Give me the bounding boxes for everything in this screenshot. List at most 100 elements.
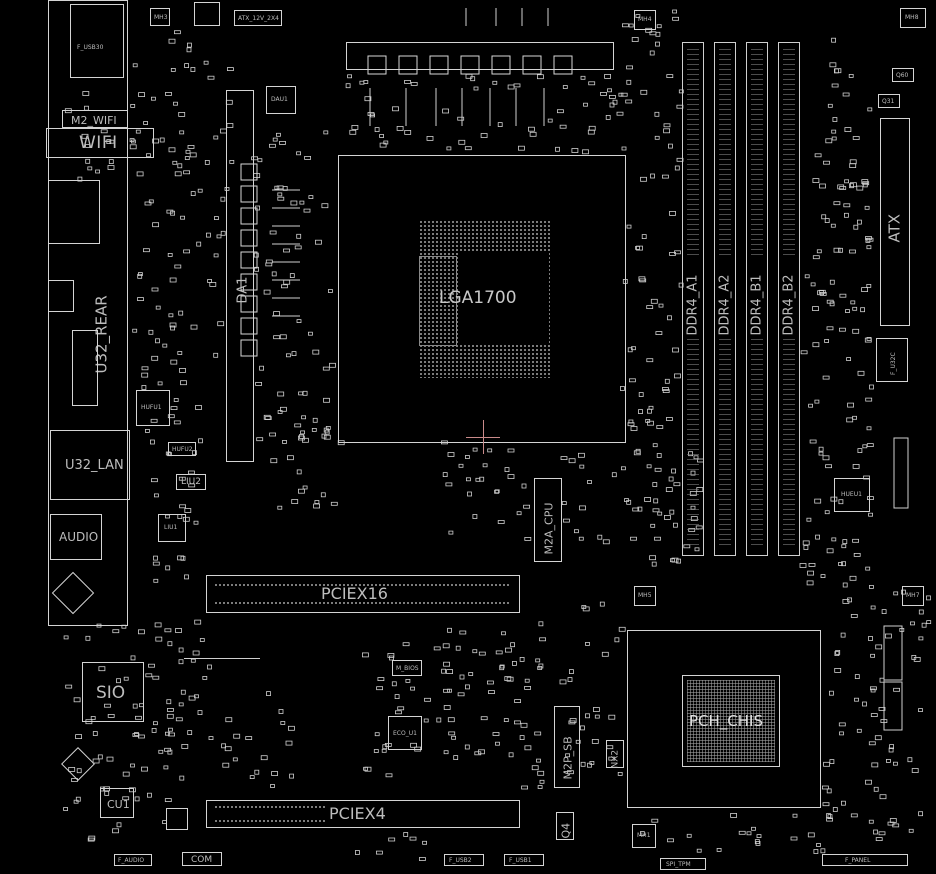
smd-pad — [296, 233, 302, 239]
smd-pad — [842, 599, 850, 604]
vrm-top-choke — [522, 55, 542, 75]
smd-pad — [174, 171, 182, 177]
smd-pad — [283, 279, 291, 285]
smd-pad — [819, 291, 827, 296]
mh4-hole: MH4 — [634, 10, 656, 30]
smd-pad — [265, 262, 273, 267]
smd-pad — [255, 381, 263, 386]
smd-pad — [257, 158, 263, 163]
smd-pad — [443, 705, 451, 710]
smd-pad — [662, 387, 669, 391]
smd-pad — [818, 451, 824, 456]
smd-pad — [199, 638, 205, 642]
smd-pad — [451, 735, 457, 740]
mh1-hole: MH1 — [632, 824, 656, 848]
smd-pad — [852, 328, 860, 334]
liu1-label: LIU1 — [164, 524, 178, 531]
smd-pad — [178, 112, 186, 117]
smd-pad — [567, 770, 574, 775]
smd-pad — [668, 476, 674, 482]
smd-pad — [807, 832, 815, 838]
smd-pad — [593, 707, 600, 712]
smd-pad — [278, 709, 284, 714]
smd-pad — [383, 140, 389, 145]
smd-pad — [857, 370, 865, 376]
smd-pad — [653, 498, 659, 504]
smd-pad — [116, 822, 122, 828]
smd-pad — [404, 80, 411, 84]
smd-pad — [217, 321, 225, 327]
smd-pad — [589, 761, 595, 765]
smd-pad — [148, 663, 155, 668]
smd-pad — [184, 574, 189, 580]
smd-pad — [164, 798, 172, 802]
smd-pad — [137, 297, 144, 302]
smd-pad — [320, 492, 326, 498]
smd-pad — [92, 758, 100, 764]
m2-cpu-label: M2A_CPU — [542, 502, 556, 555]
smd-pad — [529, 131, 537, 137]
mh8-label: MH8 — [905, 14, 919, 21]
smd-pad — [177, 163, 183, 169]
smd-pad — [65, 684, 73, 689]
smd-pad — [433, 646, 441, 651]
smd-pad — [289, 273, 295, 279]
smd-pad — [559, 679, 567, 685]
smd-pad — [213, 216, 219, 221]
smd-pad — [579, 505, 586, 511]
smd-pad — [852, 415, 857, 420]
smd-pad — [800, 350, 808, 355]
smd-pad — [345, 83, 351, 89]
smd-pad — [177, 351, 183, 355]
smd-pad — [816, 843, 821, 847]
smd-pad — [846, 417, 854, 423]
smd-pad — [654, 467, 662, 472]
smd-pad — [213, 352, 219, 358]
smd-pad — [387, 653, 395, 658]
smd-pad — [518, 145, 525, 151]
smd-pad — [168, 38, 176, 44]
smd-pad — [507, 448, 515, 453]
smd-pad — [180, 215, 186, 220]
smd-pad — [153, 578, 159, 583]
smd-pad — [826, 813, 831, 818]
smd-pad — [816, 249, 822, 254]
smd-pad — [197, 188, 203, 193]
smd-pad — [269, 432, 277, 437]
smd-pad — [820, 574, 826, 578]
mh4-label: MH4 — [638, 16, 652, 23]
smd-pad — [869, 585, 874, 589]
smd-pad — [638, 276, 646, 282]
smd-pad — [519, 735, 525, 740]
smd-pad — [313, 503, 321, 509]
smd-pad — [568, 458, 576, 464]
smd-pad — [829, 690, 834, 696]
smd-pad — [68, 767, 76, 772]
smd-pad — [256, 437, 264, 442]
smd-pad — [132, 703, 138, 709]
smd-pad — [633, 450, 641, 456]
smd-pad — [167, 252, 173, 257]
smd-pad — [569, 669, 574, 674]
smd-pad — [179, 130, 185, 135]
smd-pad — [277, 391, 285, 397]
dau1-chip: DAU1 — [266, 86, 296, 114]
top-component-1 — [194, 2, 220, 26]
smd-pad — [146, 792, 152, 798]
smd-pad — [394, 710, 402, 715]
smd-pad — [611, 472, 617, 478]
smd-pad — [151, 355, 159, 361]
smd-pad — [196, 241, 202, 247]
smd-pad — [829, 279, 835, 285]
smd-pad — [311, 427, 317, 432]
ec-label: ECO_U1 — [393, 730, 417, 737]
smd-pad — [379, 134, 385, 138]
smd-pad — [656, 453, 662, 458]
smd-pad — [609, 95, 616, 99]
f-usb1-label: F_USB1 — [509, 857, 532, 864]
smd-pad — [188, 483, 196, 488]
smd-pad — [799, 563, 807, 568]
smd-pad — [330, 501, 338, 506]
smd-pad — [168, 313, 174, 318]
smd-pad — [184, 63, 190, 68]
